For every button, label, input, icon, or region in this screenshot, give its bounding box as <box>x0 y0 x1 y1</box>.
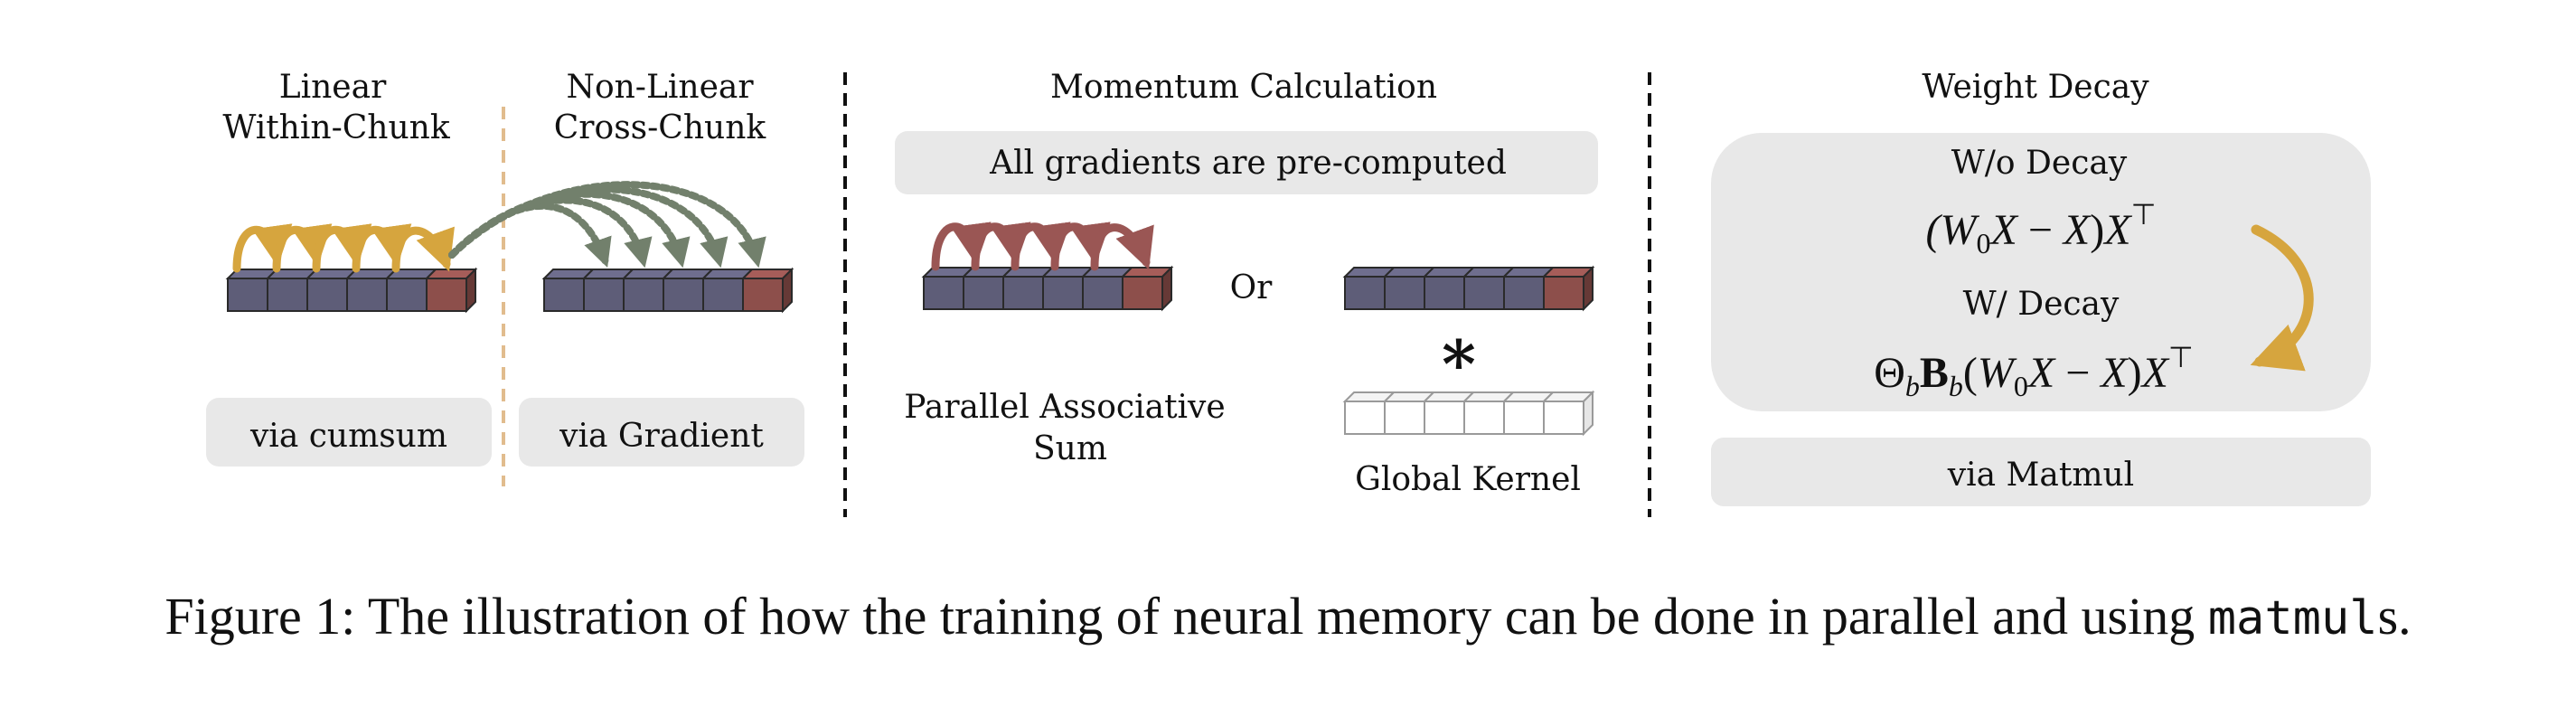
block-row-kernel-top <box>1342 265 1595 312</box>
block-face <box>267 278 308 312</box>
wo-decay-label: W/o Decay <box>1951 145 2128 182</box>
block-face <box>702 278 744 312</box>
or-label: Or <box>1230 269 1274 306</box>
precomputed-banner: All gradients are pre-computed <box>895 131 1598 194</box>
block-face <box>663 278 704 312</box>
title-linear-line1: Linear <box>279 69 387 106</box>
block-face <box>1384 401 1425 435</box>
block-face <box>1424 401 1465 435</box>
block-face <box>1503 276 1545 310</box>
via-gradient-button[interactable]: via Gradient <box>519 398 804 467</box>
block-face <box>623 278 664 312</box>
block-row-nonlinear <box>541 267 794 314</box>
figure-diagram: Linear Within-Chunk Non-Linear Cross-Chu… <box>206 69 2371 517</box>
block-side <box>465 267 476 314</box>
block-face <box>227 278 268 312</box>
block-face <box>923 276 964 310</box>
block-face <box>1082 276 1123 310</box>
parallel-sum-line1: Parallel Associative <box>904 389 1225 426</box>
parallel-sum-line2: Sum <box>1033 430 1107 467</box>
decay-curved-arrow <box>2250 224 2314 372</box>
cumsum-arrows <box>232 223 455 273</box>
via-matmul-button[interactable]: via Matmul <box>1711 438 2371 506</box>
caption-prefix: Figure 1: The illustration of how the tr… <box>165 587 2208 646</box>
gradient-arrows <box>448 181 766 269</box>
caption-suffix: s. <box>2377 587 2411 646</box>
title-nonlinear-line1: Non-Linear <box>566 69 754 106</box>
precomputed-banner-label: All gradients are pre-computed <box>989 145 1507 182</box>
title-nonlinear-line2: Cross-Chunk <box>554 109 767 146</box>
block-face <box>742 278 784 312</box>
block-face <box>1344 276 1386 310</box>
block-face <box>386 278 428 312</box>
block-face <box>1463 401 1505 435</box>
block-side <box>1583 390 1594 437</box>
block-face <box>1543 401 1584 435</box>
block-side <box>782 267 793 314</box>
via-matmul-label: via Matmul <box>1947 457 2134 494</box>
title-momentum: Momentum Calculation <box>1050 69 1437 106</box>
block-face <box>1002 276 1044 310</box>
block-row-global-kernel <box>1342 390 1595 437</box>
block-face <box>1424 276 1465 310</box>
via-cumsum-button[interactable]: via cumsum <box>206 398 492 467</box>
block-row-linear <box>225 267 478 314</box>
block-face <box>963 276 1004 310</box>
block-face <box>1543 276 1584 310</box>
weight-decay-panel <box>1711 133 2371 411</box>
w-decay-formula: ΘbBb(W0X − X)X⊤ <box>1874 341 2194 402</box>
block-row-momentum <box>921 265 1174 312</box>
block-face <box>1122 276 1163 310</box>
via-cumsum-label: via cumsum <box>249 418 447 455</box>
block-face <box>583 278 625 312</box>
block-face <box>346 278 388 312</box>
global-kernel-label: Global Kernel <box>1355 461 1581 498</box>
block-side <box>1161 265 1172 312</box>
via-gradient-label: via Gradient <box>559 418 764 455</box>
block-side <box>1583 265 1594 312</box>
block-face <box>1384 276 1425 310</box>
block-face <box>1503 401 1545 435</box>
block-face <box>426 278 467 312</box>
associative-sum-arrows <box>931 222 1154 271</box>
block-face <box>1344 401 1386 435</box>
title-linear-line2: Within-Chunk <box>222 109 451 146</box>
figure-caption: Figure 1: The illustration of how the tr… <box>0 586 2576 646</box>
wo-decay-formula: (W0X − X)X⊤ <box>1926 198 2157 259</box>
caption-code: matmul <box>2207 591 2378 646</box>
block-face <box>1463 276 1505 310</box>
block-face <box>543 278 585 312</box>
title-weight-decay: Weight Decay <box>1922 69 2149 106</box>
block-face <box>1042 276 1084 310</box>
block-face <box>306 278 348 312</box>
convolution-star: * <box>1442 325 1476 402</box>
w-decay-label: W/ Decay <box>1963 286 2120 323</box>
